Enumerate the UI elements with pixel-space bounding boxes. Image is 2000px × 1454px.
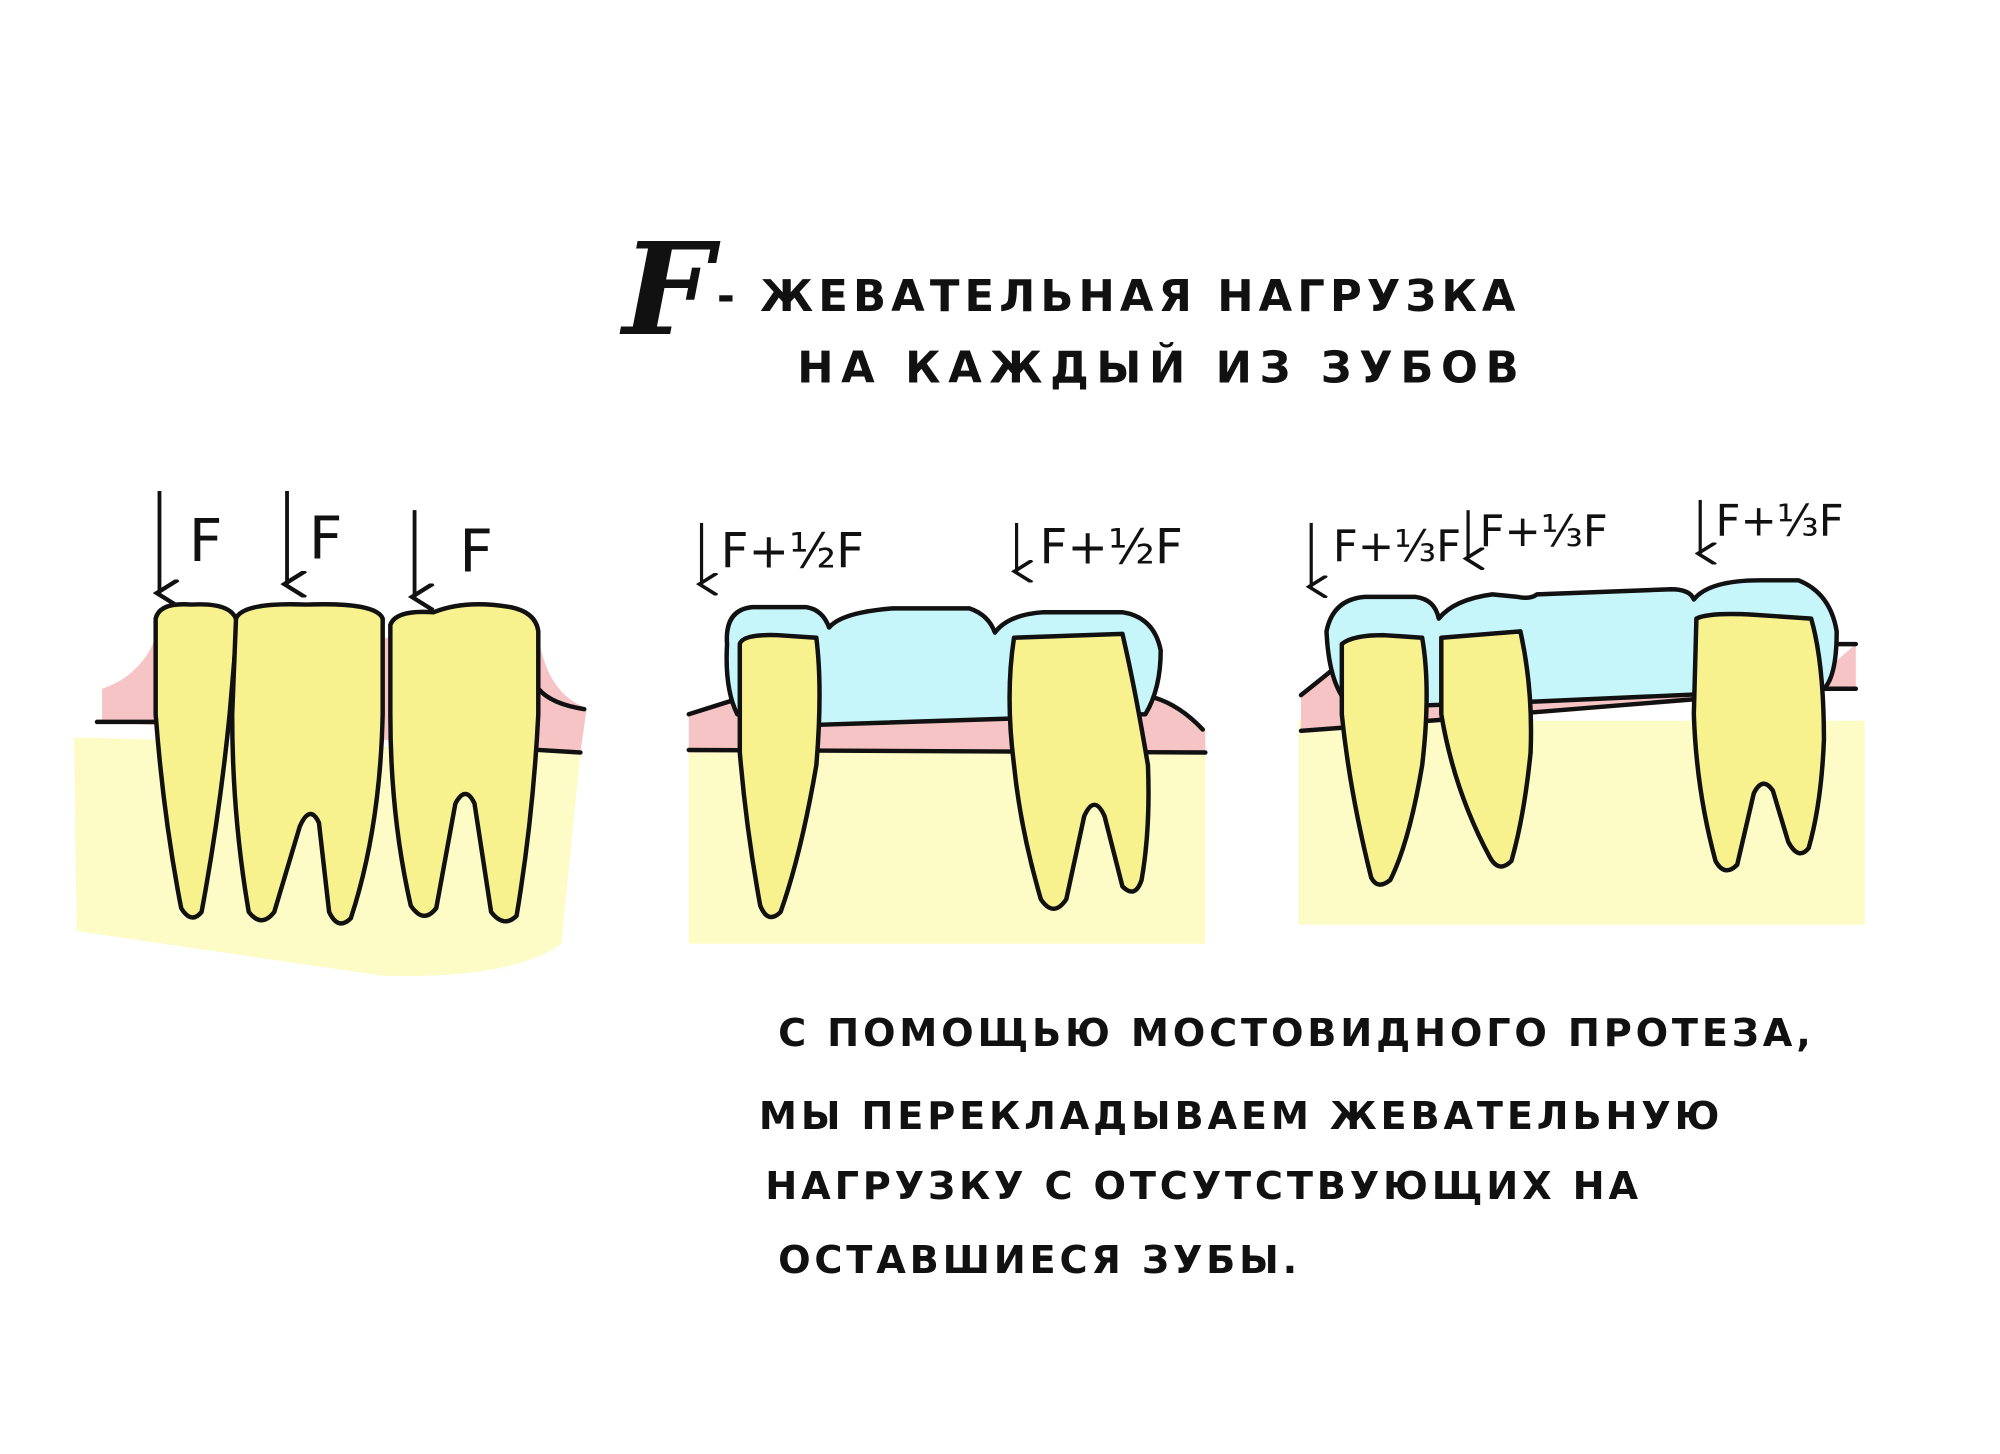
caption-line: с помощью мостовидного протеза,	[778, 1011, 1815, 1056]
force-label: F+⅓F	[1333, 522, 1461, 572]
title-line-1: - жевательная нагрузка	[717, 272, 1521, 322]
title-force-symbol: F	[619, 215, 720, 365]
caption-line: мы перекладываем жевательную	[759, 1094, 1723, 1139]
caption-line: нагрузку с отсутствующих на	[765, 1164, 1642, 1209]
force-label: F+½F	[1040, 520, 1183, 576]
title-line-2: на каждый из зубов	[797, 343, 1526, 394]
force-label: F+½F	[721, 524, 864, 580]
tooth	[153, 601, 240, 920]
title: F - жевательная нагрузка на каждый из зу…	[619, 215, 1526, 394]
caption-line: оставшиеся зубы.	[778, 1238, 1301, 1283]
force-label: F	[189, 507, 223, 575]
caption: с помощью мостовидного протеза, мы перек…	[759, 1011, 1815, 1283]
panel-bridge-three-abutments: F+⅓F F+⅓F F+⅓F	[1298, 497, 1865, 925]
tooth	[1439, 629, 1534, 869]
panel-natural-teeth: F F F	[74, 491, 587, 977]
force-label: F+⅓F	[1480, 507, 1608, 557]
tooth	[1691, 611, 1827, 873]
panel-bridge-two-abutments: F+½F F+½F	[686, 520, 1208, 944]
force-label: F	[459, 517, 493, 585]
force-label: F	[309, 505, 343, 573]
force-label: F+⅓F	[1716, 497, 1844, 547]
tooth	[229, 601, 385, 926]
tooth	[1339, 632, 1429, 887]
tooth	[1007, 631, 1151, 911]
tooth	[737, 632, 822, 920]
tooth	[388, 602, 541, 924]
